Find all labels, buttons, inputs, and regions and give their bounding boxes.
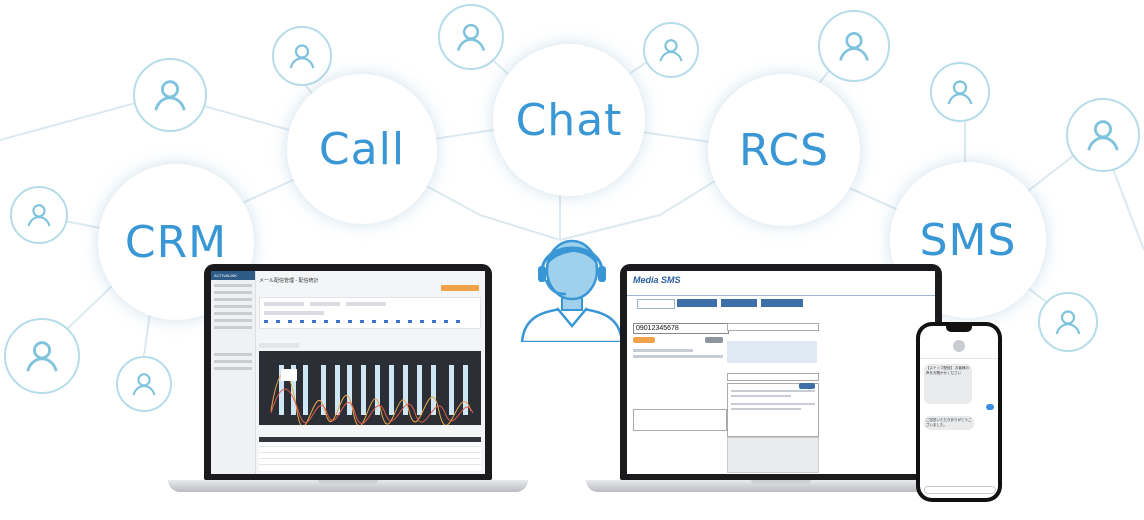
user-icon [659,39,683,62]
user-node [818,10,890,82]
right-laptop-base [586,480,976,492]
user-node [643,22,699,78]
left-laptop-base [168,480,528,492]
send-button[interactable] [633,337,655,343]
left-laptop-notch [318,480,378,484]
user-node [930,62,990,122]
left-app-filter-panel [259,297,481,329]
call-bubble: Call [287,74,437,224]
reply-message-bubble: ご回答いただきありがとうございました。 [924,416,974,430]
crm-label: CRM [124,216,228,268]
phone-number-field[interactable]: 09012345678 [633,323,729,334]
user-node [4,318,80,394]
user-node [1038,292,1098,352]
tab-send[interactable] [637,299,675,309]
user-node [272,26,332,86]
call-label: Call [318,123,406,175]
right-laptop: Media SMS 09012345678 [586,264,976,494]
user-icon [457,23,485,51]
user-icon [289,44,315,69]
user-node [10,186,68,244]
contact-avatar [953,340,965,352]
left-laptop-screen: ACTIVALINK メール配信管理 - 配信統計 [211,271,485,474]
chat-label: Chat [515,94,623,146]
user-icon [26,341,58,372]
memo-textarea[interactable] [633,409,727,431]
user-icon [839,32,869,61]
left-app-table [259,437,481,471]
left-app-export-button[interactable] [441,285,479,291]
insert-button[interactable] [799,383,815,389]
chart-bars [279,365,468,415]
outgoing-message-bubble [986,404,994,410]
user-icon [27,204,51,227]
tab-history[interactable] [677,299,717,307]
right-laptop-screen: Media SMS 09012345678 [627,271,935,474]
preview-panel [727,437,819,473]
message-input[interactable] [924,486,996,494]
incoming-message-bubble: 【ステップ配信】 お客様の声をお聞かせください [924,364,972,404]
sms-label: SMS [919,214,1017,266]
left-app-chart [259,351,481,425]
chat-bubble: Chat [493,44,645,196]
phone-notch [946,326,972,332]
right-laptop-notch [751,480,811,484]
rcs-label: RCS [738,124,830,176]
message-body-textarea[interactable] [727,383,819,437]
left-laptop: ACTIVALINK メール配信管理 - 配信統計 [168,264,528,494]
user-node [438,4,504,70]
left-app-page-title: メール配信管理 - 配信統計 [259,278,319,284]
user-icon [154,80,186,111]
user-node [1066,98,1140,172]
user-node [116,356,172,412]
tab-templates[interactable] [761,299,803,307]
smartphone: 【ステップ配信】 お客様の声をお聞かせください ご回答いただきありがとうございま… [916,322,1002,502]
tab-inbox[interactable] [721,299,757,307]
left-app-sidebar: ACTIVALINK [211,271,256,474]
user-icon [132,373,156,396]
user-node [133,58,207,132]
rcs-bubble: RCS [708,74,860,226]
sender-select[interactable] [727,323,819,331]
left-app-period-select[interactable] [259,343,299,348]
user-icon [1087,120,1119,151]
media-sms-logo: Media SMS [633,275,681,285]
smartphone-screen: 【ステップ配信】 お客様の声をお聞かせください ご回答いただきありがとうございま… [920,326,998,498]
left-app-brand: ACTIVALINK [211,271,255,280]
operator-illustration [520,239,624,342]
template-select[interactable] [727,373,819,381]
sender-info-panel [727,341,817,363]
user-icon [947,80,973,105]
clear-button[interactable] [705,337,723,343]
user-icon [1055,310,1081,335]
